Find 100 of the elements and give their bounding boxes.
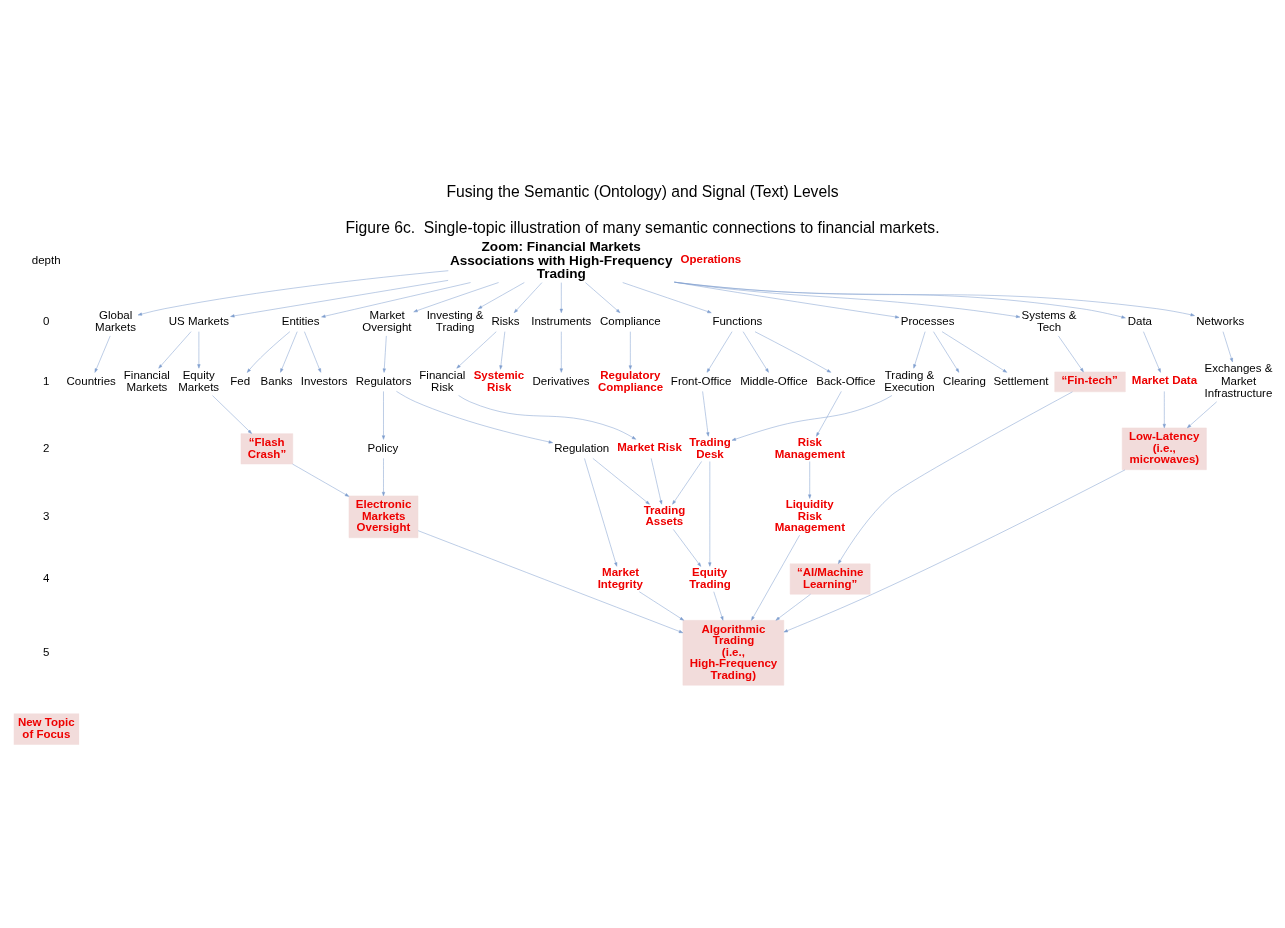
arrow — [292, 463, 350, 497]
arrow — [396, 390, 553, 443]
arrow — [674, 281, 1021, 318]
node-text: Risks — [491, 314, 520, 327]
label: 5 — [42, 645, 50, 658]
arrow — [197, 330, 201, 368]
arrow — [381, 457, 386, 496]
node-text: Market Risk — [617, 440, 682, 453]
arrow — [417, 529, 684, 633]
label: 3 — [42, 509, 50, 522]
node-text: Fed — [230, 374, 251, 387]
node-text: Data — [1127, 314, 1152, 327]
arrow — [650, 457, 663, 504]
node-text: Instruments — [531, 314, 592, 327]
arrow — [673, 528, 702, 567]
node-text: Compliance — [600, 314, 661, 327]
arrow — [456, 330, 497, 368]
label: depth — [31, 253, 61, 266]
label: 0 — [42, 314, 50, 327]
node-box: “Fin-tech” — [1054, 371, 1126, 392]
arrow — [212, 394, 252, 434]
node-text: Derivatives — [532, 374, 590, 387]
label: 4 — [42, 571, 50, 584]
node-text: Liquidity Risk Management — [774, 497, 845, 533]
arrow — [230, 279, 449, 317]
node-text: Global Markets — [95, 308, 136, 333]
arrow — [458, 394, 637, 440]
arrow — [751, 534, 800, 621]
node-text: Market Oversight — [362, 308, 412, 333]
arrow — [513, 281, 543, 313]
node-text: US Markets — [168, 314, 229, 327]
arrow — [1143, 330, 1161, 373]
node-text: Functions — [712, 314, 763, 327]
node-text: Investors — [300, 374, 348, 387]
arrow — [280, 330, 298, 373]
label: 1 — [42, 374, 50, 387]
node-box: “Flash Crash” — [240, 432, 293, 464]
node-box: Electronic Markets Oversight — [348, 495, 419, 538]
arrow — [913, 330, 926, 368]
label: 2 — [42, 441, 50, 454]
node-text: Countries — [66, 374, 116, 387]
arrow — [816, 390, 842, 436]
arrow — [1162, 390, 1166, 428]
node-text: Policy — [367, 441, 399, 454]
arrow — [713, 590, 724, 621]
arrow — [783, 469, 1126, 632]
arrow — [628, 330, 632, 370]
arrow — [304, 330, 322, 373]
node-text: Systems & Tech — [1021, 308, 1077, 333]
arrow — [585, 281, 621, 313]
arrow — [382, 335, 387, 373]
arrow — [702, 390, 710, 436]
arrow — [708, 460, 712, 567]
node-text: Equity Markets — [178, 368, 220, 393]
node-text: Trading Desk — [689, 435, 731, 459]
arrow — [674, 281, 900, 318]
node-text: Financial Risk — [419, 368, 466, 393]
node-text: Networks — [1196, 314, 1245, 327]
arrow — [592, 457, 650, 504]
arrow — [1187, 401, 1217, 428]
arrow — [674, 281, 1195, 316]
node-text: Trading & Execution — [884, 368, 935, 393]
node-text: Settlement — [993, 374, 1049, 387]
arrow — [246, 330, 291, 373]
node-text: Market Integrity — [597, 565, 644, 590]
arrow — [1058, 335, 1084, 372]
arrow — [499, 330, 506, 370]
arrow — [672, 460, 702, 504]
arrow — [1222, 330, 1233, 362]
arrow — [674, 281, 1126, 318]
node-text: Operations — [680, 252, 742, 265]
arrow — [933, 330, 960, 373]
arrow — [94, 335, 111, 373]
arrow — [137, 269, 449, 316]
arrow — [941, 330, 1007, 373]
node-text: Systemic Risk — [473, 368, 525, 393]
node-text: Back-Office — [816, 374, 876, 387]
arrow — [559, 281, 563, 313]
node-text: Entities — [281, 314, 320, 327]
node-text: Exchanges & Market Infrastructure — [1204, 361, 1273, 399]
arrow — [742, 330, 769, 373]
arrow — [381, 390, 386, 440]
node-box: “AI/Machine Learning” — [789, 563, 871, 594]
node-text: Financial Markets — [123, 368, 170, 393]
node-text: Risk Management — [774, 435, 845, 459]
node-box: Algorithmic Trading (i.e., High-Frequency Trading) — [682, 619, 785, 685]
arrow — [754, 330, 832, 373]
node-text: Investing & Trading — [426, 308, 484, 333]
arrow — [706, 330, 733, 373]
node-text: Market Data — [1131, 373, 1198, 386]
arrow — [622, 281, 712, 313]
node-text: Processes — [900, 314, 955, 327]
node-box: Low-Latency (i.e., microwaves) — [1121, 427, 1207, 470]
legend-label: New Topic of Focus — [17, 715, 75, 740]
node-text: Clearing — [943, 374, 986, 387]
node-text: Regulators — [355, 374, 412, 387]
node-text: Regulatory Compliance — [597, 368, 664, 393]
node-text: Middle-Office — [740, 374, 808, 387]
node-text: Zoom: Financial Markets Associations with High-Frequency Trading — [449, 238, 673, 281]
arrow — [808, 460, 812, 499]
